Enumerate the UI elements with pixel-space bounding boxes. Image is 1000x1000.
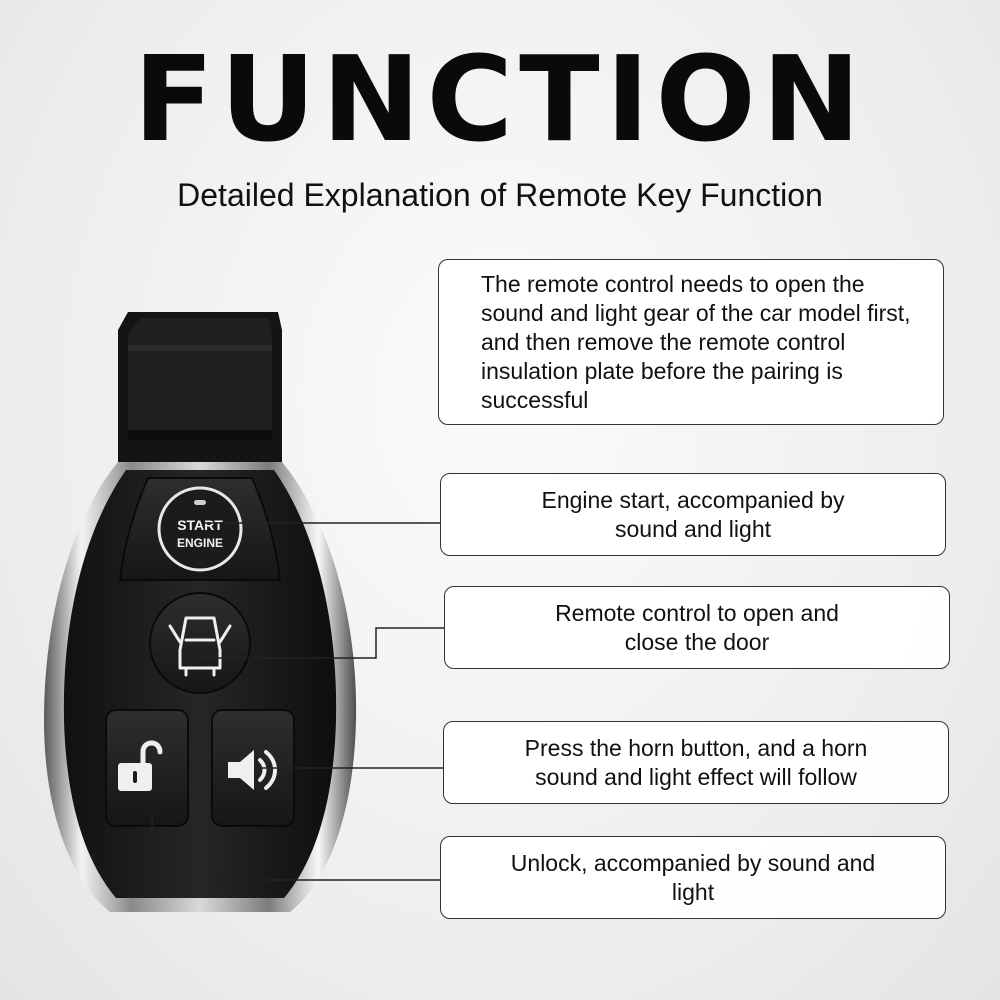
page-subtitle: Detailed Explanation of Remote Key Funct… xyxy=(177,177,823,213)
callout-connectors xyxy=(151,522,444,881)
callout-engine-start-text: Engine start, accompanied by sound and l… xyxy=(541,486,845,542)
callout-unlock-text: Unlock, accompanied by sound and light xyxy=(510,849,876,905)
horn-button[interactable] xyxy=(211,709,295,827)
callout-horn: Press the horn button, and a horn sound … xyxy=(443,721,949,804)
callout-engine-start: Engine start, accompanied by sound and l… xyxy=(440,473,946,556)
callout-horn-text: Press the horn button, and a horn sound … xyxy=(524,734,868,790)
start-engine-button[interactable]: START ENGINE xyxy=(157,486,243,572)
connector-door xyxy=(200,627,444,659)
unlock-icon xyxy=(118,740,163,791)
unlock-button[interactable] xyxy=(105,709,189,827)
door-button[interactable] xyxy=(149,592,251,694)
callout-pairing-text: The remote control needs to open the sou… xyxy=(481,270,911,413)
callout-unlock: Unlock, accompanied by sound and light xyxy=(440,836,946,919)
key-blade-housing xyxy=(118,312,282,462)
door-icon xyxy=(168,616,232,677)
callout-pairing: The remote control needs to open the sou… xyxy=(438,259,944,425)
callout-door-text: Remote control to open and close the doo… xyxy=(555,599,839,655)
page-title: FUNCTION xyxy=(133,30,867,168)
callout-door: Remote control to open and close the doo… xyxy=(444,586,950,669)
connector-unlock xyxy=(151,812,440,881)
horn-icon xyxy=(228,750,277,790)
engine-label: ENGINE xyxy=(177,536,223,550)
start-label: START xyxy=(177,517,223,533)
